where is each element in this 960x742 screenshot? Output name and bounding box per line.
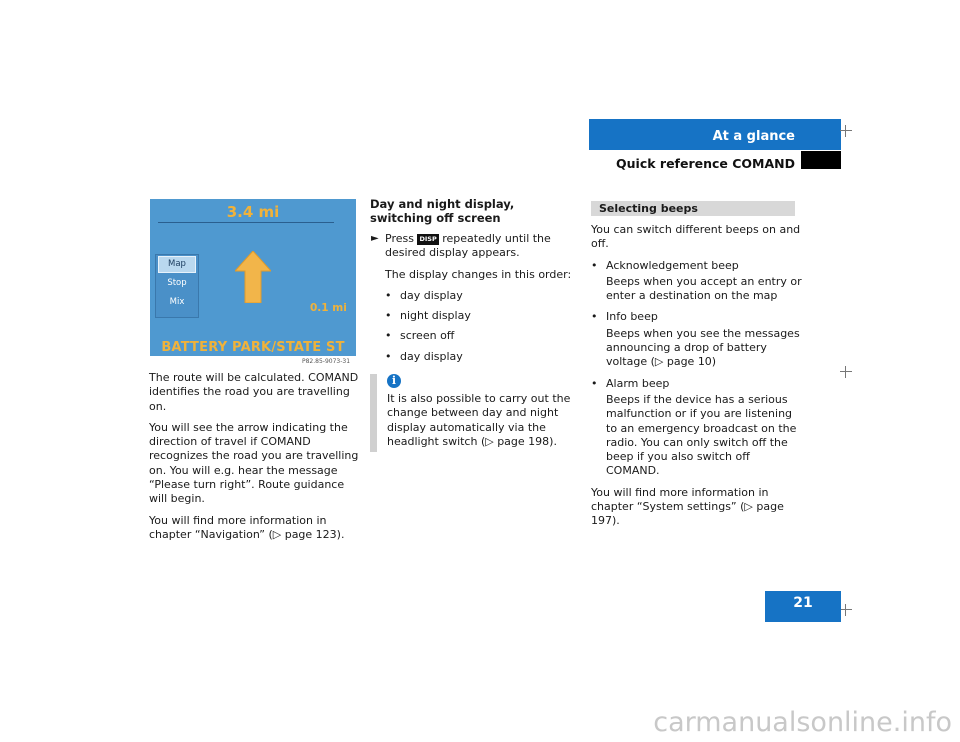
bullet-icon: • bbox=[385, 329, 392, 343]
list-item: • Alarm beep bbox=[591, 377, 806, 391]
screen-menu: Map Stop Mix bbox=[155, 254, 199, 318]
beep-name: Alarm beep bbox=[606, 376, 670, 390]
list-item-text: day display bbox=[400, 349, 463, 363]
info-sidebar bbox=[370, 374, 377, 452]
header-band bbox=[589, 119, 841, 150]
bullet-icon: • bbox=[385, 349, 392, 363]
header-tab-marker bbox=[801, 151, 841, 169]
crop-mark-icon bbox=[840, 125, 852, 137]
bullet-icon: • bbox=[591, 310, 598, 324]
screen-turn-distance: 0.1 mi bbox=[310, 302, 347, 314]
column-left: The route will be calculated. COMAND ide… bbox=[149, 371, 364, 549]
section-title: At a glance bbox=[712, 129, 795, 144]
paragraph: You will see the arrow indicating the di… bbox=[149, 420, 359, 506]
screen-menu-item: Map bbox=[158, 256, 196, 273]
list-item-text: day display bbox=[400, 288, 463, 302]
crop-mark-icon bbox=[840, 604, 852, 616]
section-bar: Selecting beeps bbox=[591, 201, 795, 216]
beep-description: Beeps when you accept an entry or enter … bbox=[606, 274, 802, 303]
paragraph: You will find more information in chapte… bbox=[591, 485, 784, 528]
navigation-screen-figure: 3.4 mi Map Stop Mix 0.1 mi BATTERY PARK/… bbox=[150, 199, 356, 356]
figure-code: P82.85-9073-31 bbox=[302, 358, 351, 365]
screen-menu-item: Stop bbox=[167, 278, 187, 288]
screen-divider bbox=[158, 222, 334, 223]
list-item-text: screen off bbox=[400, 329, 455, 343]
step-suffix: repeatedly until the desired display app… bbox=[385, 232, 551, 260]
column-middle: Day and night display, switching off scr… bbox=[370, 197, 580, 370]
section-subtitle: Quick reference COMAND bbox=[616, 156, 795, 171]
beep-description: Beeps when you see the messages announci… bbox=[606, 326, 800, 369]
page-number: 21 bbox=[765, 591, 841, 622]
instruction-step: ► Press DISP repeatedly until the desire… bbox=[370, 232, 580, 261]
list-item: • screen off bbox=[385, 329, 580, 343]
beep-name: Info beep bbox=[606, 310, 658, 324]
paragraph: You can switch different beeps on and of… bbox=[591, 223, 801, 251]
disp-key-icon: DISP bbox=[417, 234, 439, 245]
list-item: • night display bbox=[385, 309, 580, 323]
list-item: • Info beep bbox=[591, 310, 806, 324]
screen-distance: 3.4 mi bbox=[226, 203, 280, 221]
list-item-text: night display bbox=[400, 309, 471, 323]
bullet-icon: • bbox=[591, 376, 598, 390]
section-heading: Day and night display, switching off scr… bbox=[370, 197, 515, 225]
bullet-icon: • bbox=[385, 288, 392, 302]
watermark: carmanualsonline.info bbox=[653, 707, 952, 738]
list-item: • day display bbox=[385, 289, 580, 303]
turn-arrow-icon bbox=[235, 251, 271, 303]
paragraph: The route will be calculated. COMAND ide… bbox=[149, 371, 359, 413]
arrow-right-icon: ► bbox=[371, 233, 379, 244]
list-item: • day display bbox=[385, 350, 580, 364]
screen-street-name: BATTERY PARK/STATE ST bbox=[161, 340, 345, 355]
info-note: It is also possible to carry out the cha… bbox=[387, 392, 571, 448]
beep-name: Acknowledgement beep bbox=[606, 258, 739, 272]
step-prefix: Press bbox=[385, 232, 414, 245]
list-item: • Acknowledgement beep bbox=[591, 259, 806, 273]
screen-menu-item: Mix bbox=[169, 297, 185, 307]
beep-description: Beeps if the device has a serious malfun… bbox=[606, 392, 797, 478]
order-intro: The display changes in this order: bbox=[385, 267, 572, 281]
column-right: Selecting beeps You can switch different… bbox=[591, 201, 806, 536]
paragraph: You will find more information in chapte… bbox=[149, 513, 345, 541]
bullet-icon: • bbox=[591, 258, 598, 272]
crop-mark-icon bbox=[840, 366, 852, 378]
info-icon: i bbox=[387, 374, 401, 388]
bullet-icon: • bbox=[385, 309, 392, 323]
